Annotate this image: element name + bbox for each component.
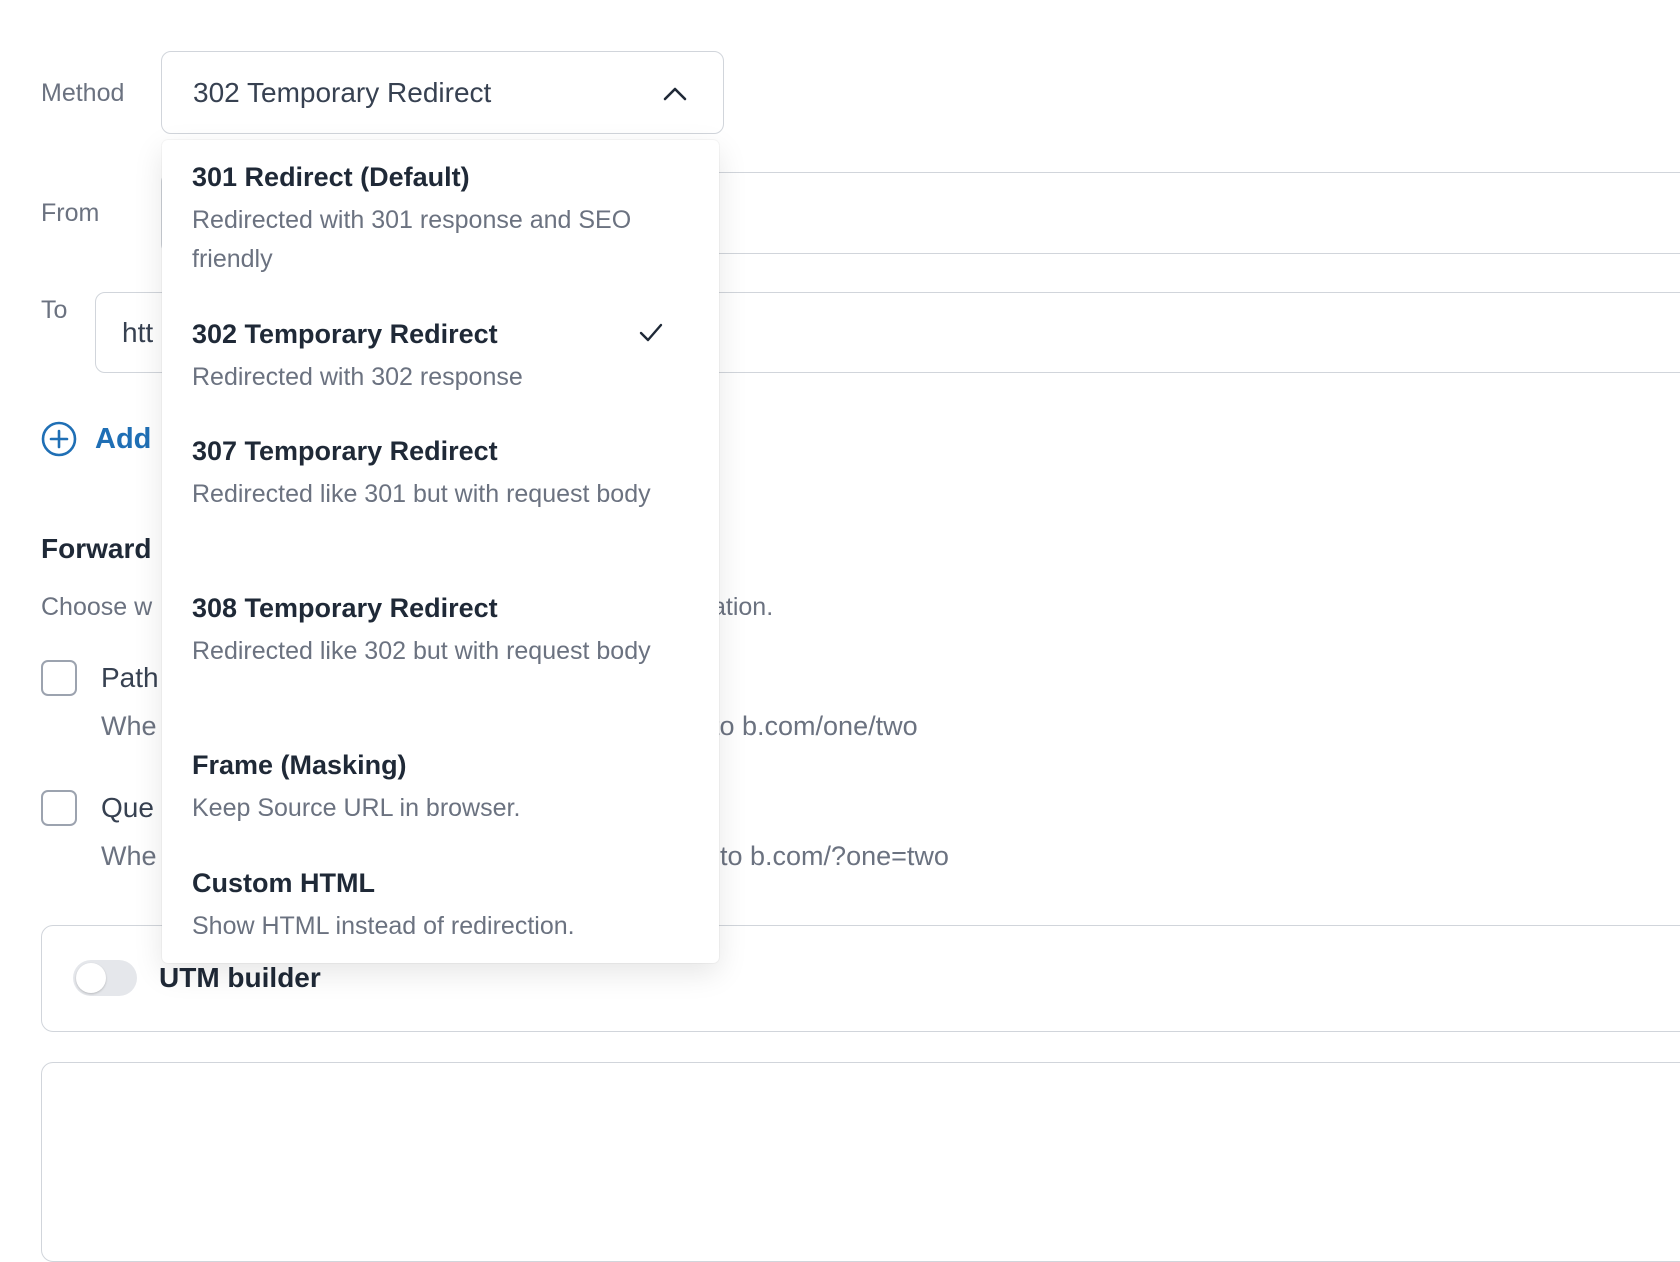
check-icon (639, 323, 663, 342)
query-checkbox[interactable] (41, 790, 77, 826)
toggle-knob (76, 963, 106, 993)
method-label: Method (41, 79, 125, 107)
option-desc: Redirected with 302 response (192, 363, 523, 391)
to-input-value: htt (122, 317, 154, 348)
add-button[interactable]: Add (41, 421, 151, 457)
option-desc: Show HTML instead of redirection. (192, 912, 575, 940)
option-desc: Redirected like 302 but with request bod… (192, 637, 651, 665)
method-option-frame[interactable]: Frame (Masking) Keep Source URL in brows… (192, 748, 692, 828)
method-option-302[interactable]: 302 Temporary Redirect Redirected with 3… (192, 317, 692, 397)
add-label: Add (95, 422, 152, 455)
forward-description-end: ation. (712, 593, 774, 621)
method-option-301[interactable]: 301 Redirect (Default) Redirected with 3… (192, 160, 692, 279)
option-title: Custom HTML (192, 868, 375, 898)
method-dropdown-menu: 301 Redirect (Default) Redirected with 3… (162, 140, 719, 963)
option-title: Frame (Masking) (192, 750, 407, 780)
method-option-custom-html[interactable]: Custom HTML Show HTML instead of redirec… (192, 866, 692, 946)
option-title: 302 Temporary Redirect (192, 319, 498, 349)
path-label: Path (101, 662, 159, 693)
path-help-start: Whe (101, 711, 157, 741)
option-title: 308 Temporary Redirect (192, 593, 498, 623)
option-desc: Redirected like 301 but with request bod… (192, 480, 651, 508)
method-select[interactable]: 302 Temporary Redirect (161, 51, 724, 134)
chevron-up-icon (663, 87, 687, 101)
path-help-end: to b.com/one/two (712, 711, 918, 741)
option-desc: Keep Source URL in browser. (192, 794, 521, 822)
query-help-start: Whe (101, 841, 157, 871)
option-title: 307 Temporary Redirect (192, 436, 498, 466)
query-label: Que (101, 792, 154, 823)
from-label: From (41, 199, 100, 227)
utm-label: UTM builder (159, 962, 321, 993)
forward-description-start: Choose w (41, 593, 153, 621)
plus-circle-icon (41, 421, 77, 457)
forward-heading: Forward (41, 533, 152, 564)
option-title: 301 Redirect (Default) (192, 162, 470, 192)
method-option-308[interactable]: 308 Temporary Redirect Redirected like 3… (192, 591, 692, 671)
next-card (41, 1062, 1680, 1262)
path-checkbox[interactable] (41, 660, 77, 696)
method-option-307[interactable]: 307 Temporary Redirect Redirected like 3… (192, 434, 692, 514)
utm-toggle[interactable] (73, 960, 137, 996)
option-desc: Redirected with 301 response and SEO fri… (192, 206, 632, 273)
method-selected-value: 302 Temporary Redirect (193, 77, 492, 108)
to-label: To (41, 296, 68, 324)
query-help-end: t to b.com/?one=two (705, 841, 949, 871)
